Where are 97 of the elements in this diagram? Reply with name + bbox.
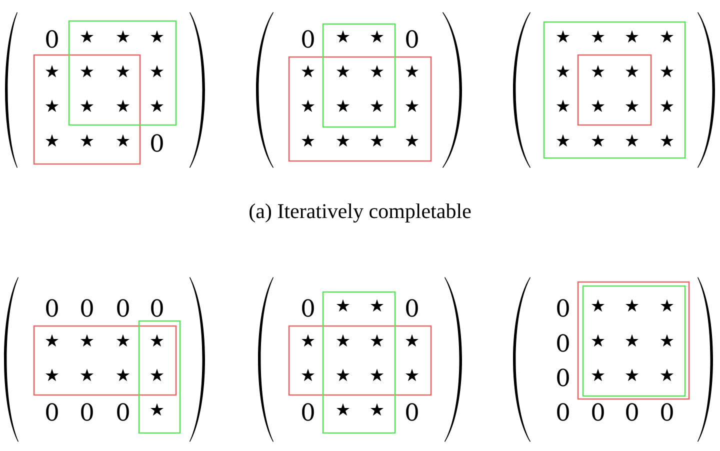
matrix-entry: 0 <box>302 403 314 421</box>
matrix-entry: ⋆ <box>150 368 164 382</box>
matrix-entry: ⋆ <box>45 100 59 112</box>
matrix-entry: ⋆ <box>336 403 350 416</box>
matrix-entry: ⋆ <box>116 30 130 43</box>
matrix-entry: ⋆ <box>301 100 315 112</box>
matrix-entry: ⋆ <box>150 334 164 347</box>
matrix-entry: ⋆ <box>556 100 570 112</box>
matrix-entry: ⋆ <box>591 299 605 312</box>
matrix-entry: ⋆ <box>370 403 384 416</box>
matrix-entry: ⋆ <box>301 368 315 382</box>
matrix-entry: 0 <box>46 403 58 421</box>
matrix-entry: ⋆ <box>301 64 315 78</box>
matrix-entry: ⋆ <box>45 334 59 347</box>
matrix-entry: ⋆ <box>370 134 384 147</box>
matrix-entry: ⋆ <box>116 100 130 112</box>
matrix-entry: ⋆ <box>150 100 164 112</box>
matrix-entry: ⋆ <box>625 100 639 112</box>
matrix-entry: ⋆ <box>625 334 639 347</box>
matrix-entry: ⋆ <box>80 100 94 112</box>
matrix-entry: 0 <box>557 299 569 317</box>
matrix-entry: 0 <box>302 30 314 48</box>
matrix-entry: ⋆ <box>116 64 130 78</box>
matrix-entry: ⋆ <box>301 134 315 147</box>
matrix-entry: ⋆ <box>45 368 59 382</box>
matrix-entry: ⋆ <box>150 30 164 43</box>
matrix-entry: 0 <box>557 334 569 352</box>
matrix-entry: 0 <box>117 403 129 421</box>
matrix-entry: ⋆ <box>591 134 605 147</box>
matrix-entry: 0 <box>46 299 58 317</box>
matrix-entry: ⋆ <box>660 30 674 43</box>
matrix-entry: ⋆ <box>80 134 94 147</box>
matrix-entry: ⋆ <box>116 134 130 147</box>
matrix-entry: ⋆ <box>556 64 570 78</box>
matrix-entry: ⋆ <box>80 368 94 382</box>
matrix-entry: 0 <box>81 403 93 421</box>
matrix-entry: ⋆ <box>625 64 639 78</box>
matrix-entry: ⋆ <box>405 368 419 382</box>
matrix-entry: ⋆ <box>116 368 130 382</box>
matrix-entry: ⋆ <box>336 368 350 382</box>
matrix-entry: 0 <box>406 30 418 48</box>
matrix-entry: ⋆ <box>660 299 674 312</box>
matrix-entry: ⋆ <box>625 368 639 382</box>
matrix-entry: 0 <box>302 299 314 317</box>
matrix-entry: ⋆ <box>301 334 315 347</box>
matrix-entry: ⋆ <box>80 334 94 347</box>
matrix-entry: ⋆ <box>660 134 674 147</box>
matrix-entry: ⋆ <box>660 334 674 347</box>
matrix-entry: ⋆ <box>591 334 605 347</box>
matrix-entry: 0 <box>406 403 418 421</box>
matrix-entry: ⋆ <box>336 334 350 347</box>
matrix-entry: 0 <box>661 403 673 421</box>
matrix-entry: ⋆ <box>625 134 639 147</box>
matrix-entry: ⋆ <box>660 368 674 382</box>
matrix-entry: ⋆ <box>370 100 384 112</box>
matrix-entry: ⋆ <box>405 334 419 347</box>
matrix-entry: ⋆ <box>336 134 350 147</box>
matrix-entry: ⋆ <box>625 299 639 312</box>
matrix-entry: 0 <box>81 299 93 317</box>
matrix-entry: 0 <box>406 299 418 317</box>
matrix-entry: ⋆ <box>405 100 419 112</box>
matrix-entry: ⋆ <box>150 403 164 416</box>
matrix-entry: ⋆ <box>80 64 94 78</box>
matrix-entry: ⋆ <box>336 64 350 78</box>
matrix-entry: ⋆ <box>625 30 639 43</box>
matrix-entry: ⋆ <box>591 100 605 112</box>
matrix-entry: 0 <box>46 30 58 48</box>
matrix-entry: ⋆ <box>370 334 384 347</box>
matrix-entry: 0 <box>151 299 163 317</box>
matrix-entry: ⋆ <box>370 30 384 43</box>
matrix-entry: 0 <box>557 368 569 386</box>
matrix-entry: ⋆ <box>405 134 419 147</box>
matrix-entry: ⋆ <box>45 64 59 78</box>
matrix-entry: 0 <box>592 403 604 421</box>
matrix-entry: ⋆ <box>591 368 605 382</box>
matrix-entry: ⋆ <box>660 100 674 112</box>
matrix-entry: ⋆ <box>336 100 350 112</box>
matrix-entry: 0 <box>151 134 163 152</box>
matrix-entry: ⋆ <box>591 30 605 43</box>
matrix-entry: ⋆ <box>556 30 570 43</box>
matrix-entry: ⋆ <box>370 299 384 312</box>
matrix-entry: 0 <box>626 403 638 421</box>
matrix-entry: ⋆ <box>405 64 419 78</box>
matrix-entry: 0 <box>117 299 129 317</box>
matrix-entry: ⋆ <box>370 64 384 78</box>
matrix-entry: ⋆ <box>556 134 570 147</box>
matrix-entry: ⋆ <box>591 64 605 78</box>
matrix-entry: ⋆ <box>660 64 674 78</box>
matrix-entry: ⋆ <box>336 30 350 43</box>
matrix-entry: ⋆ <box>336 299 350 312</box>
matrix-entry: ⋆ <box>45 134 59 147</box>
matrix-entry: ⋆ <box>80 30 94 43</box>
caption: (a) Iteratively completable <box>250 203 471 223</box>
matrix-entry: 0 <box>557 403 569 421</box>
matrix-entry: ⋆ <box>370 368 384 382</box>
matrix-entry: ⋆ <box>116 334 130 347</box>
matrix-entry: ⋆ <box>150 64 164 78</box>
